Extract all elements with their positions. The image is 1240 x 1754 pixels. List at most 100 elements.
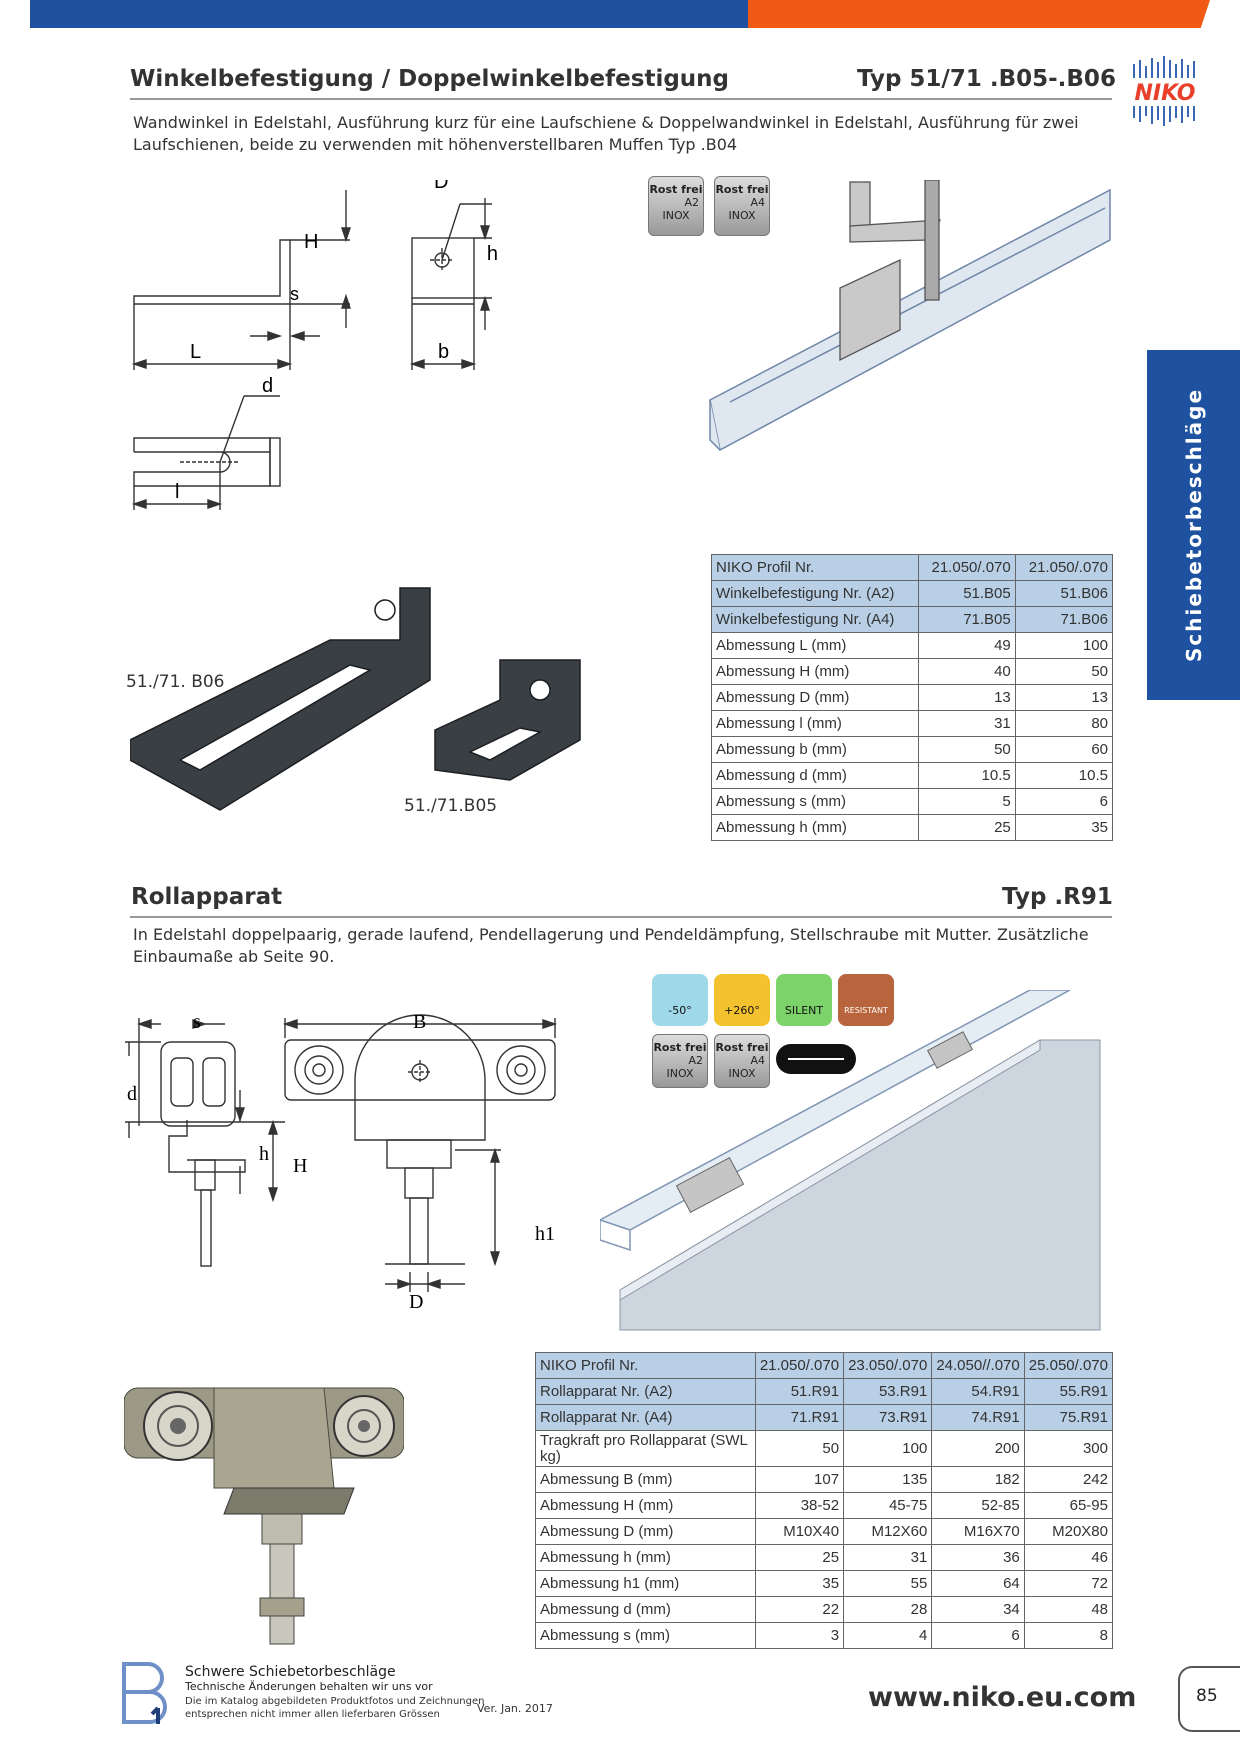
table-cell: 65-95: [1023, 1492, 1114, 1519]
table-cell: 21.050/.070: [917, 554, 1016, 581]
footer-line2: Technische Änderungen behalten wir uns v…: [185, 1680, 433, 1693]
table-cell: 22: [754, 1596, 845, 1623]
table-cell: 71.B06: [1014, 606, 1114, 633]
table-cell: 45-75: [843, 1492, 933, 1519]
table-cell: 36: [931, 1544, 1025, 1571]
table-cell: 21.050/.070: [1014, 554, 1114, 581]
dim-s: s: [290, 284, 299, 304]
row-label: Abmessung D (mm): [711, 684, 919, 711]
table-cell: 38-52: [754, 1492, 845, 1519]
dim-d: d: [262, 375, 273, 397]
row-label: Abmessung h1 (mm): [535, 1570, 756, 1597]
door-rail-illustration: [598, 989, 1110, 1335]
table-cell: 40: [917, 658, 1016, 685]
table-cell: 49: [917, 632, 1016, 659]
table-cell: 54.R91: [931, 1378, 1025, 1405]
section1-rule: [130, 98, 1112, 100]
row-label: Tragkraft pro Rollapparat (SWL kg): [535, 1430, 756, 1467]
feature-icons: -50° +260° SILENT RESISTANT: [652, 974, 894, 1026]
table-cell: 50: [754, 1430, 845, 1467]
table-cell: M16X70: [931, 1518, 1025, 1545]
footer-line4: entsprechen nicht immer allen lieferbare…: [185, 1709, 440, 1720]
table-cell: 242: [1023, 1466, 1114, 1493]
table-cell: 25.050/.070: [1023, 1352, 1114, 1379]
footer-line3: Die im Katalog abgebildeten Produktfotos…: [185, 1696, 485, 1707]
dim-L: L: [190, 341, 201, 363]
angle-bracket-photo: [129, 580, 600, 820]
table-cell: 24.050//.070: [931, 1352, 1025, 1379]
row-label: NIKO Profil Nr.: [711, 554, 919, 581]
dim2-H: H: [293, 1155, 307, 1177]
row-label: Abmessung B (mm): [535, 1466, 756, 1493]
table-cell: 107: [754, 1466, 845, 1493]
table-cell: 8: [1023, 1622, 1114, 1649]
straight-run-icon: [776, 1044, 856, 1074]
footer-version: Ver. Jan. 2017: [477, 1702, 553, 1715]
page-number-tab: [1178, 1666, 1240, 1732]
logo-text: NIKO: [1135, 81, 1196, 106]
inox-a2-badge-2: Rost frei A2 INOX: [652, 1034, 708, 1088]
table-cell: 48: [1023, 1596, 1114, 1623]
side-tab-label: Schiebetorbeschläge: [1181, 387, 1206, 663]
heat-resistant-icon: +260°: [714, 974, 770, 1026]
table-cell: 46: [1023, 1544, 1114, 1571]
footer-line1: Schwere Schiebetorbeschläge: [185, 1664, 396, 1680]
table-cell: M10X40: [754, 1518, 845, 1545]
row-label: Winkelbefestigung Nr. (A4): [711, 606, 919, 633]
row-label: Abmessung H (mm): [535, 1492, 756, 1519]
table-cell: 25: [754, 1544, 845, 1571]
table-cell: 34: [931, 1596, 1025, 1623]
niko-logo: NIKO: [1128, 56, 1208, 128]
roller-photo: [123, 1378, 405, 1648]
table-cell: 74.R91: [931, 1404, 1025, 1431]
footer-website[interactable]: www.niko.eu.com: [868, 1682, 1137, 1713]
table-cell: 31: [843, 1544, 933, 1571]
label-b05: 51./71.B05: [404, 796, 498, 816]
table-cell: 5: [917, 788, 1016, 815]
section2-rule: [130, 916, 1112, 918]
top-bar-orange: [748, 0, 1210, 28]
section1-description: Wandwinkel in Edelstahl, Ausführung kurz…: [133, 113, 1079, 154]
rail-mount-illustration: [700, 179, 1120, 480]
table-cell: 21.050/.070: [754, 1352, 845, 1379]
side-tab: Schiebetorbeschläge: [1147, 350, 1240, 700]
table-cell: 71.R91: [754, 1404, 845, 1431]
dim-l: l: [175, 481, 179, 503]
table-cell: 10.5: [917, 762, 1016, 789]
section2-type: Typ .R91: [1002, 884, 1113, 910]
section2-description: In Edelstahl doppelpaarig, gerade laufen…: [133, 925, 1089, 966]
table-cell: 55.R91: [1023, 1378, 1114, 1405]
table-cell: 10.5: [1014, 762, 1114, 789]
angle-bracket-drawing: L H s D h b d l: [120, 171, 500, 560]
nh3-resistant-icon: RESISTANT: [838, 974, 894, 1026]
inox-a4-badge-2: Rost frei A4 INOX: [714, 1034, 770, 1088]
table-cell: 200: [931, 1430, 1025, 1467]
dim-h: h: [487, 243, 498, 265]
row-label: Abmessung d (mm): [711, 762, 919, 789]
table-cell: 50: [917, 736, 1016, 763]
table-cell: 80: [1014, 710, 1114, 737]
footer-b-logo: [122, 1662, 168, 1726]
dim2-B: B: [413, 1011, 426, 1033]
table-cell: 53.R91: [843, 1378, 933, 1405]
table-cell: 31: [917, 710, 1016, 737]
roller-drawing: s B d h H h1 D: [125, 1010, 565, 1313]
dim2-h1: h1: [535, 1223, 555, 1245]
silent-icon: SILENT: [776, 974, 832, 1026]
row-label: Abmessung s (mm): [535, 1622, 756, 1649]
inox-a4-badge: Rost frei A4 INOX: [714, 176, 770, 236]
dim-D: D: [434, 180, 448, 193]
